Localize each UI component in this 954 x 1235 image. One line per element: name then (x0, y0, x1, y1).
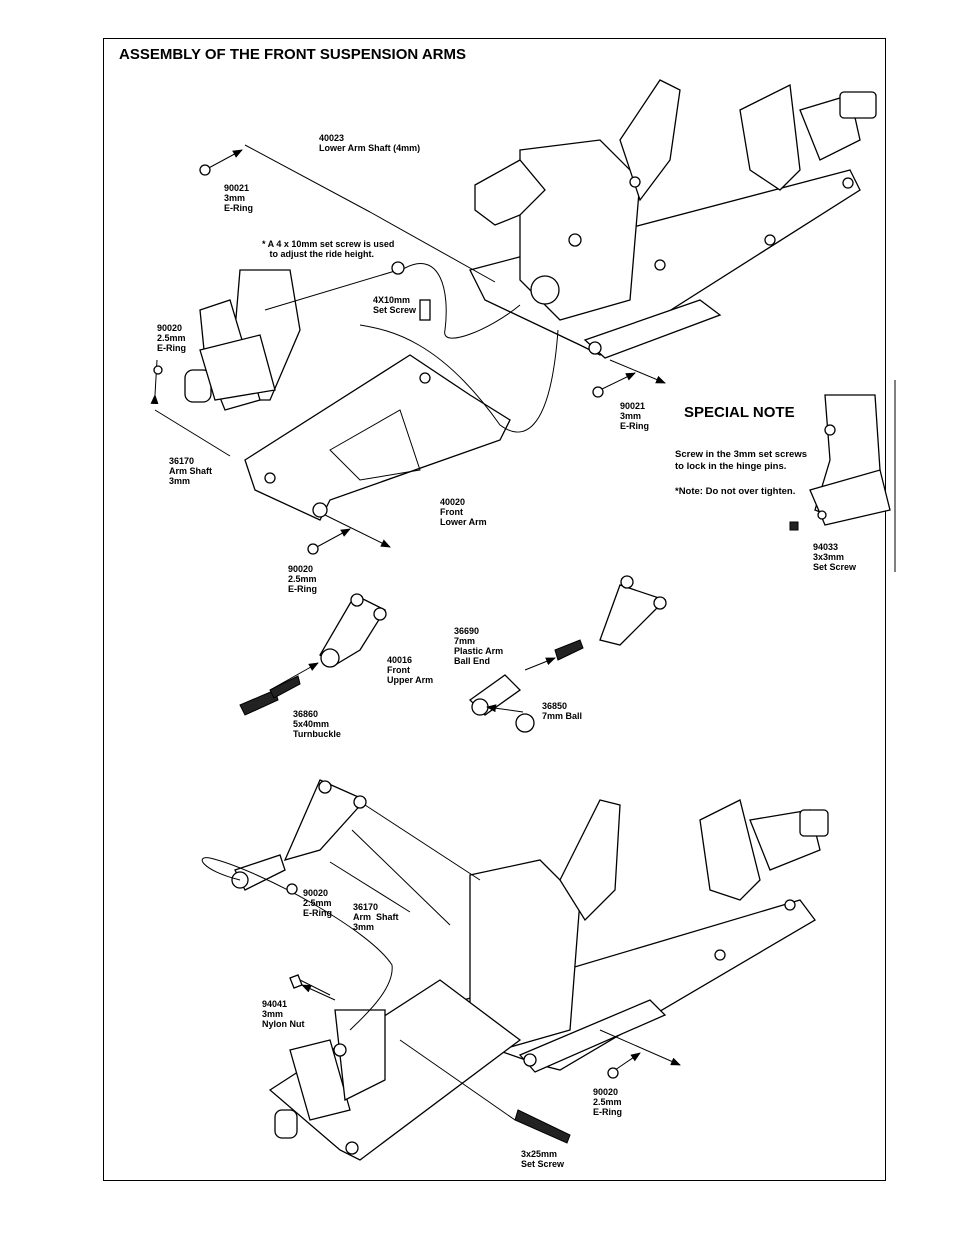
special-note-line-3: *Note: Do not over tighten. (675, 486, 796, 497)
label-90021-right: 90021 3mm E-Ring (620, 401, 649, 431)
chassis-top (469, 79, 877, 359)
steering-knuckle (184, 261, 406, 411)
page-title: ASSEMBLY OF THE FRONT SUSPENSION ARMS (119, 46, 466, 63)
label-36860: 36860 5x40mm Turnbuckle (293, 709, 341, 739)
label-90021-top: 90021 3mm E-Ring (224, 183, 253, 213)
chassis-bottom (268, 799, 829, 1161)
special-note-knuckle (789, 394, 891, 531)
page-frame (103, 38, 886, 1181)
label-40016: 40016 Front Upper Arm (387, 655, 434, 685)
label-36850: 36850 7mm Ball (542, 701, 583, 721)
arm-shaft-bottom (286, 861, 681, 1144)
label-94041: 94041 3mm Nylon Nut (262, 999, 305, 1029)
lower-arm-shaft (199, 144, 496, 283)
arm-shaft-top (150, 359, 231, 457)
label-90020-bottom-left: 90020 2.5mm E-Ring (303, 888, 332, 918)
label-4x10: 4X10mm Set Screw (373, 295, 417, 315)
label-setscrew-note: * A 4 x 10mm set screw is used to adjust… (262, 239, 395, 259)
special-note-line-1: Screw in the 3mm set screws (675, 449, 808, 460)
special-note-title: SPECIAL NOTE (684, 404, 795, 421)
label-40020: 40020 Front Lower Arm (440, 497, 487, 527)
front-upper-arm (239, 593, 387, 716)
upper-arm-bottom (201, 779, 481, 1031)
label-90020-mid: 90020 2.5mm E-Ring (288, 564, 317, 594)
label-90020-bottom-right: 90020 2.5mm E-Ring (593, 1087, 622, 1117)
front-lower-arm (244, 299, 511, 521)
ball-end-assembly (468, 575, 667, 733)
special-note-line-2: to lock in the hinge pins. (675, 461, 787, 472)
label-36170-bottom: 36170 Arm Shaft 3mm (353, 902, 399, 932)
label-94033: 94033 3x3mm Set Screw (813, 542, 857, 572)
label-40023: 40023 Lower Arm Shaft (4mm) (319, 133, 421, 153)
label-90020-left: 90020 2.5mm E-Ring (157, 323, 186, 353)
label-36690: 36690 7mm Plastic Arm Ball End (454, 626, 504, 666)
label-3x25: 3x25mm Set Screw (521, 1149, 565, 1169)
label-36170-top: 36170 Arm Shaft 3mm (169, 456, 213, 486)
